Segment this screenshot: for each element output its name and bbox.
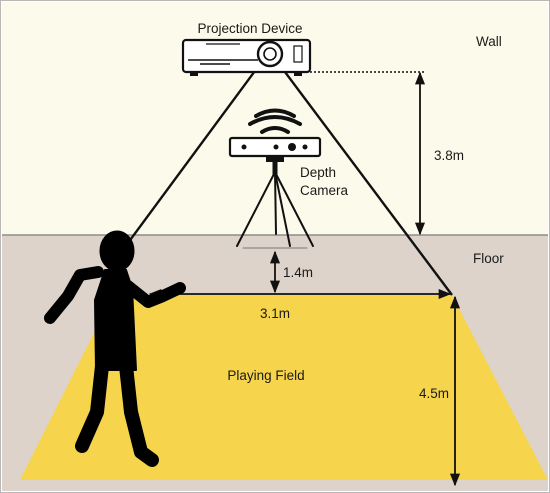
wifi-signal-icon	[248, 108, 302, 134]
depth-camera-label-line1: Depth	[300, 165, 336, 180]
projector-height-label: 3.8m	[434, 148, 464, 163]
wall-label: Wall	[476, 34, 502, 49]
depth-camera-icon	[228, 136, 322, 162]
field-width-label: 3.1m	[260, 306, 290, 321]
projection-device-label: Projection Device	[197, 21, 302, 36]
depth-camera-label-line2: Camera	[300, 183, 349, 198]
projection-line-left	[124, 59, 264, 248]
playing-field-region	[20, 295, 548, 480]
tripod-icon	[236, 159, 314, 249]
field-depth-label: 4.5m	[419, 386, 449, 401]
camera-distance-label: 1.4m	[283, 265, 313, 280]
person-silhouette-icon	[44, 230, 186, 467]
projection-line-right	[275, 59, 453, 296]
projector-icon	[181, 38, 312, 76]
floor-label: Floor	[473, 251, 504, 266]
playing-field-label: Playing Field	[227, 368, 304, 383]
